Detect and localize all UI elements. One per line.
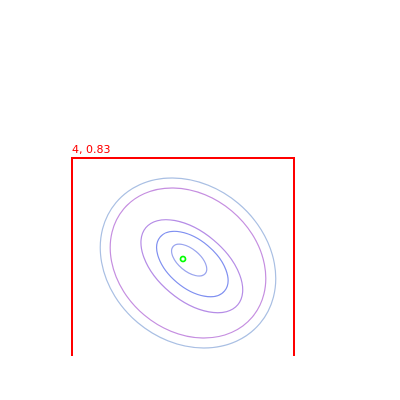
contour-outer <box>99 177 277 349</box>
selection-box-label: 4, 0.83 <box>72 143 111 156</box>
contour-inner <box>170 243 208 277</box>
selection-box[interactable] <box>71 157 295 356</box>
contour-second <box>109 187 267 339</box>
contour-fourth <box>156 230 229 298</box>
contour-group <box>99 177 277 349</box>
center-marker-icon[interactable] <box>179 255 187 263</box>
contour-third <box>140 219 244 314</box>
